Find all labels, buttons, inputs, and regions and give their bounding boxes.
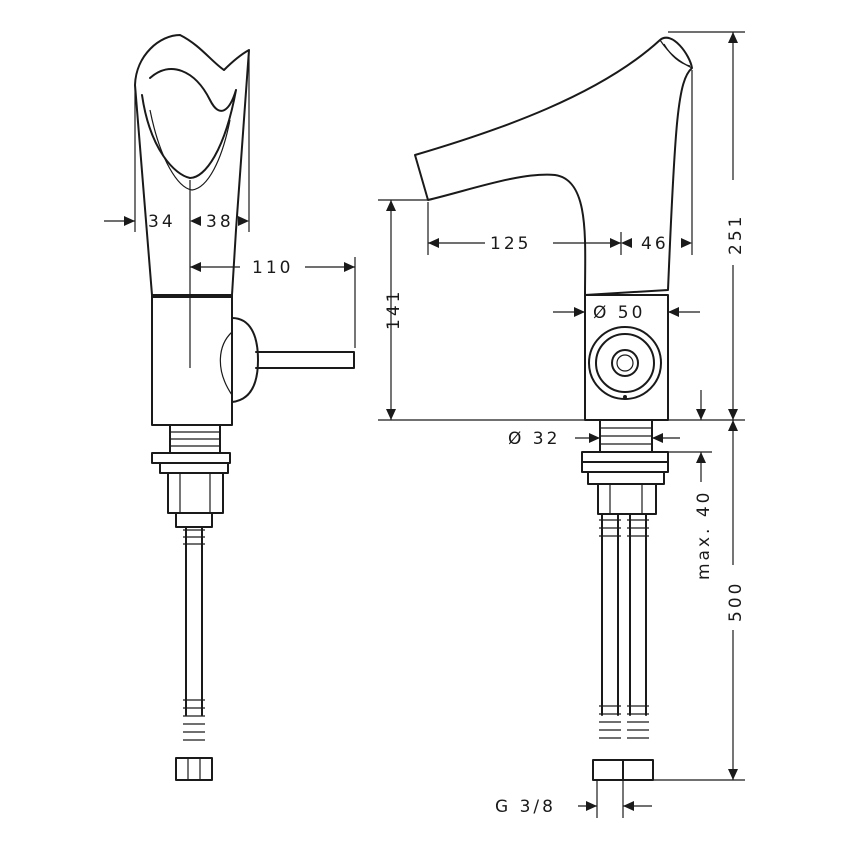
- dim-body-d50: Ø 50: [593, 303, 645, 323]
- lever-disc-inner: [611, 349, 639, 377]
- dim-hose-500: 500: [726, 581, 746, 622]
- spout-side-inner: [141, 68, 237, 179]
- lever-boss: [231, 317, 259, 403]
- dim-max-40: max. 40: [694, 490, 714, 580]
- dim-height-141: 141: [384, 289, 404, 330]
- spout-side-shell: [134, 34, 250, 296]
- dim-height-251: 251: [726, 214, 746, 255]
- front-hose-nut-right: [622, 759, 654, 781]
- dim-left-38: 38: [206, 212, 234, 232]
- side-hose-nut: [175, 757, 213, 781]
- dim-lever-110: 110: [252, 258, 293, 278]
- dim-left-34: 34: [148, 212, 176, 232]
- side-hose: [185, 526, 203, 716]
- front-hose-right: [629, 513, 647, 716]
- faucet-side-view: 34 38 110: [104, 34, 356, 781]
- front-hose-nut-left: [592, 759, 624, 781]
- lever-disc-outer: [588, 326, 662, 400]
- dim-spout-46: 46: [641, 234, 669, 254]
- dim-base-d32: Ø 32: [508, 429, 560, 449]
- lever-rod: [255, 351, 355, 369]
- faucet-front-view: 125 46 Ø 50 141 251 Ø 32 m: [378, 31, 746, 818]
- front-hose-left: [601, 513, 619, 716]
- dim-spout-125: 125: [490, 234, 531, 254]
- spout-front: [414, 36, 693, 296]
- dim-thread-g38: G 3/8: [495, 797, 556, 817]
